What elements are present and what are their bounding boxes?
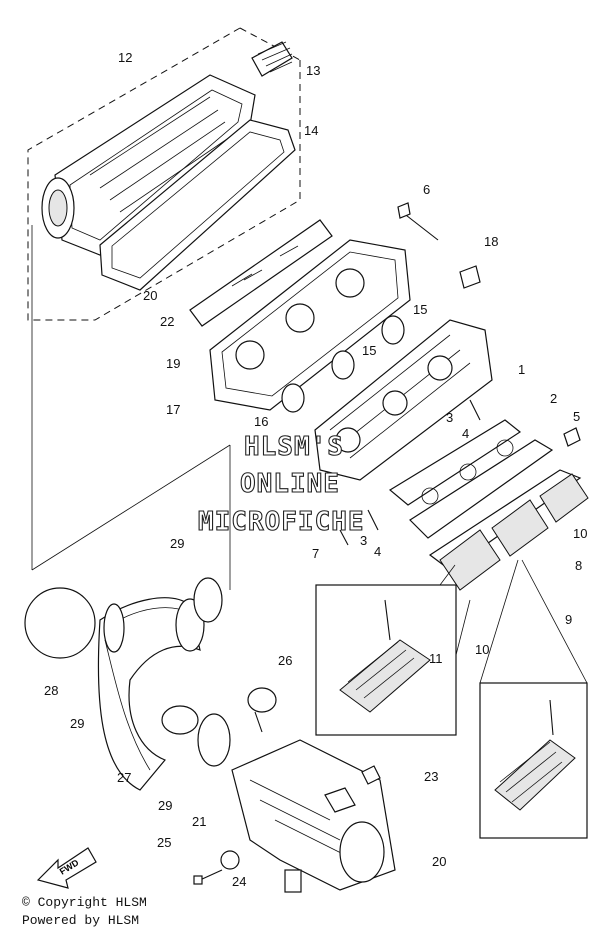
intake-cover	[209, 239, 411, 411]
callout-5: 5	[573, 409, 580, 424]
fwd-arrow-icon: FWD	[36, 847, 97, 889]
callout-26: 25	[157, 835, 171, 850]
callout-15a: 15	[413, 302, 427, 317]
callout-10a: 10	[573, 526, 587, 541]
reed-valves	[439, 473, 589, 591]
callout-25: 26	[278, 653, 292, 668]
callout-4a: 4	[462, 426, 469, 441]
callout-10b: 10	[475, 642, 489, 657]
callout-13: 13	[306, 63, 320, 78]
callout-2: 2	[550, 391, 557, 406]
callout-21: 20	[432, 854, 446, 869]
airbox-dashed-frame	[27, 27, 301, 321]
watermark-line-1: HLSM'S	[244, 432, 344, 462]
clamp-25	[247, 687, 277, 733]
callout-3a: 3	[446, 410, 453, 425]
watermark-line-3: MICROFICHE	[198, 507, 365, 537]
powered-by-text: Powered by HLSM	[22, 913, 140, 928]
callout-29b: 29	[70, 716, 84, 731]
callout-1: 1	[518, 362, 525, 377]
detail-box-9	[479, 682, 588, 839]
detail-box-11	[315, 584, 457, 736]
callout-6: 6	[423, 182, 430, 197]
drain-24	[284, 869, 302, 893]
callout-16: 17	[166, 402, 180, 417]
callout-20: 22	[160, 314, 174, 329]
callout-15c: 16	[254, 414, 268, 429]
callout-14: 14	[304, 123, 318, 138]
intake-chamber	[231, 739, 396, 891]
small-bolts	[339, 399, 581, 546]
callout-11: 11	[429, 651, 443, 666]
callout-12: 12	[118, 50, 132, 65]
callout-23: 23	[424, 769, 438, 784]
callout-3b: 3	[360, 533, 367, 548]
bolt-6	[397, 202, 439, 241]
gasket-frame	[99, 119, 296, 291]
hose-clamps	[103, 577, 231, 767]
bolt-23	[361, 765, 381, 785]
air-box-silencer	[41, 74, 256, 256]
nut-17	[459, 265, 481, 289]
callout-22: 21	[192, 814, 206, 829]
copyright-text: © Copyright HLSM	[22, 895, 147, 910]
callout-28: 28	[44, 683, 58, 698]
leader-lines	[31, 225, 588, 684]
callout-7: 7	[312, 546, 319, 561]
callout-29a: 29	[170, 536, 184, 551]
callout-17: 18	[484, 234, 498, 249]
bolt-26	[193, 869, 223, 885]
callout-27: 27	[117, 770, 131, 785]
callout-labels: 12 13 14 6 18 20 22 19 17 15 15 16 1 2 5…	[44, 50, 587, 889]
callout-8: 8	[575, 558, 582, 573]
callout-15b: 15	[362, 343, 376, 358]
callout-19: 20	[143, 288, 157, 303]
throttle-body-assembly	[314, 319, 493, 481]
o-rings	[281, 315, 405, 413]
watermark: HLSM'S ONLINE MICROFICHE	[197, 431, 365, 537]
grommet-22	[220, 850, 240, 870]
flame-arrester-ball	[24, 587, 96, 659]
filter-element	[251, 41, 293, 77]
callout-24: 24	[232, 874, 246, 889]
plate	[189, 219, 333, 327]
callout-29c: 29	[158, 798, 172, 813]
callout-9: 9	[565, 612, 572, 627]
callout-18: 19	[166, 356, 180, 371]
callout-4b: 4	[374, 544, 381, 559]
watermark-line-2: ONLINE	[240, 469, 340, 499]
